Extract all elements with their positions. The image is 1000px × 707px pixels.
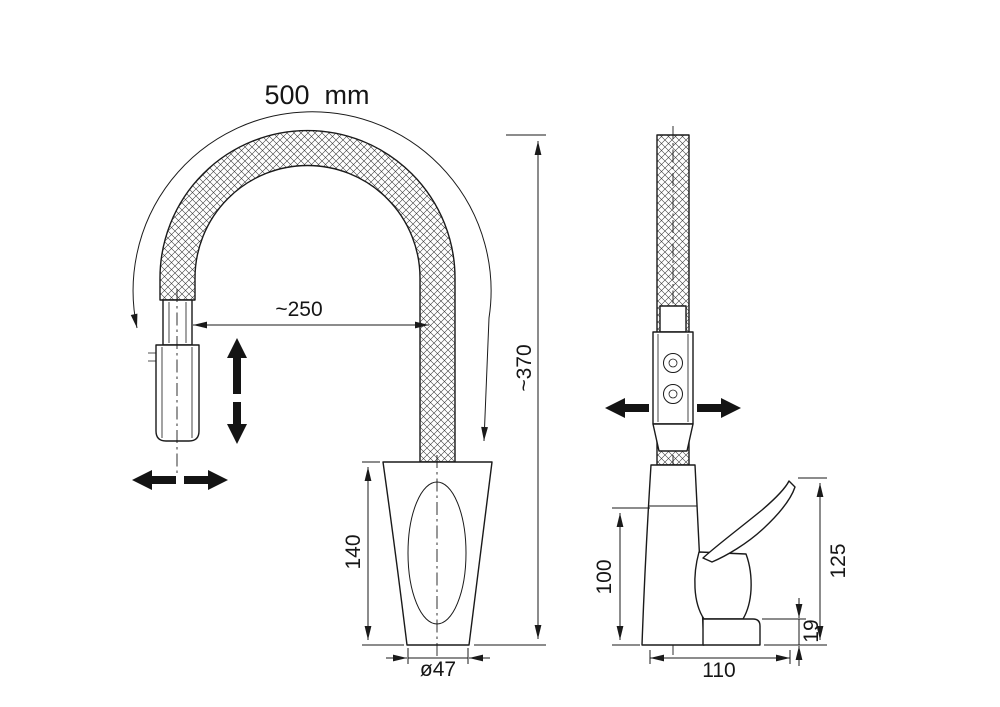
spray-head-connector-side [659,305,687,333]
dimension-base-plate-height: 19 [762,598,823,666]
spray-head [155,344,200,442]
swivel-left-arrow [605,398,649,418]
body-height-label: 140 [342,534,365,569]
right-arrow [184,470,228,490]
handle-cartridge [694,551,752,620]
spray-head-taper-side [652,423,694,452]
faucet-body-side [641,464,705,646]
left-arrow [132,470,176,490]
spray-head-side [652,331,694,425]
dimension-hose-length: 500 mm [130,80,492,442]
spray-button-upper [663,353,683,373]
dimension-body-height: 140 [342,461,404,646]
down-arrow [227,402,247,444]
dimension-base-depth: 110 [649,650,791,682]
side-view: 100 125 19 110 [593,126,850,682]
dimension-base-diameter: ø47 [386,648,490,681]
hose-length-dim-arc [130,111,492,442]
up-arrow [227,338,247,394]
swivel-right-arrow [697,398,741,418]
base-block [702,618,761,646]
front-view: 500 mm ~250 ~370 140 ø47 [130,80,546,681]
spray-head-connector [162,299,193,346]
faucet-body-front [382,461,493,646]
handle-height-label: 125 [827,543,850,578]
reach-label: ~250 [275,298,322,321]
spout-height-label: 100 [593,559,616,594]
hose-arch [159,129,456,463]
dimension-spout-height: 100 [593,507,650,646]
handle-lever [702,480,796,563]
dimension-reach: ~250 [193,298,429,329]
overall-height-label: ~370 [513,344,536,391]
spray-button-lower [663,384,683,404]
spray-button-lower-center [668,389,678,399]
spray-button-upper-center [668,358,678,368]
dimension-handle-height: 125 [764,477,850,646]
base-plate-height-label: 19 [800,619,823,642]
base-diameter-label: ø47 [420,658,456,681]
spray-head-clip-ticks [148,352,156,362]
dimension-overall-height-front: ~370 [474,134,546,646]
spray-head-side-detail [657,334,689,422]
base-depth-label: 110 [702,659,735,682]
hose-length-label: 500 mm [264,80,369,110]
